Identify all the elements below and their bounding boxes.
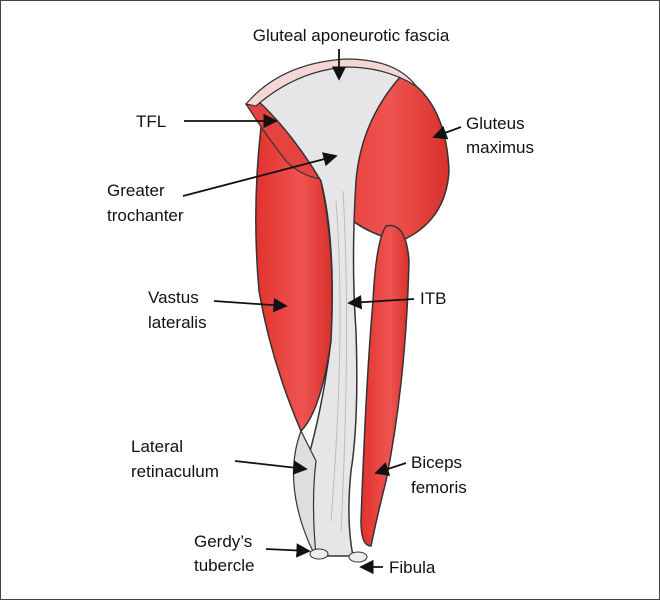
label-lateral-retinaculum-2: retinaculum <box>131 462 219 481</box>
gluteal-fascia-shape <box>244 58 417 107</box>
arrow-gluteus-maximus <box>432 125 462 140</box>
arrow-biceps-femoris <box>374 462 407 476</box>
label-biceps-femoris-1: Biceps <box>411 453 462 472</box>
arrow-lateral-retinaculum <box>234 460 308 475</box>
itb-fibres <box>330 190 348 532</box>
label-vastus-lateralis-2: lateralis <box>148 313 207 332</box>
gerdys-tubercle-shape <box>309 548 329 560</box>
label-gerdys-tubercle-1: Gerdy’s <box>194 532 252 551</box>
arrow-gerdys-tubercle <box>265 543 311 558</box>
arrow-greater-trochanter <box>182 152 338 197</box>
arrow-vastus-lateralis <box>213 297 288 313</box>
label-gerdys-tubercle-2: tubercle <box>194 556 254 575</box>
label-gluteus-maximus-2: maximus <box>466 138 534 157</box>
label-greater-trochanter-1: Greater <box>107 181 165 200</box>
label-vastus-lateralis-1: Vastus <box>148 288 199 307</box>
label-gluteal-fascia: Gluteal aponeurotic fascia <box>253 26 450 45</box>
label-tfl: TFL <box>136 112 166 131</box>
label-biceps-femoris-2: femoris <box>411 478 467 497</box>
label-lateral-retinaculum-1: Lateral <box>131 437 183 456</box>
arrow-itb <box>347 295 415 310</box>
label-fibula: Fibula <box>389 558 436 577</box>
biceps-femoris-shape <box>360 224 410 547</box>
fibula-head-shape <box>348 551 368 563</box>
label-itb: ITB <box>420 289 446 308</box>
label-gluteus-maximus-1: Gluteus <box>466 114 525 133</box>
label-greater-trochanter-2: trochanter <box>107 206 184 225</box>
